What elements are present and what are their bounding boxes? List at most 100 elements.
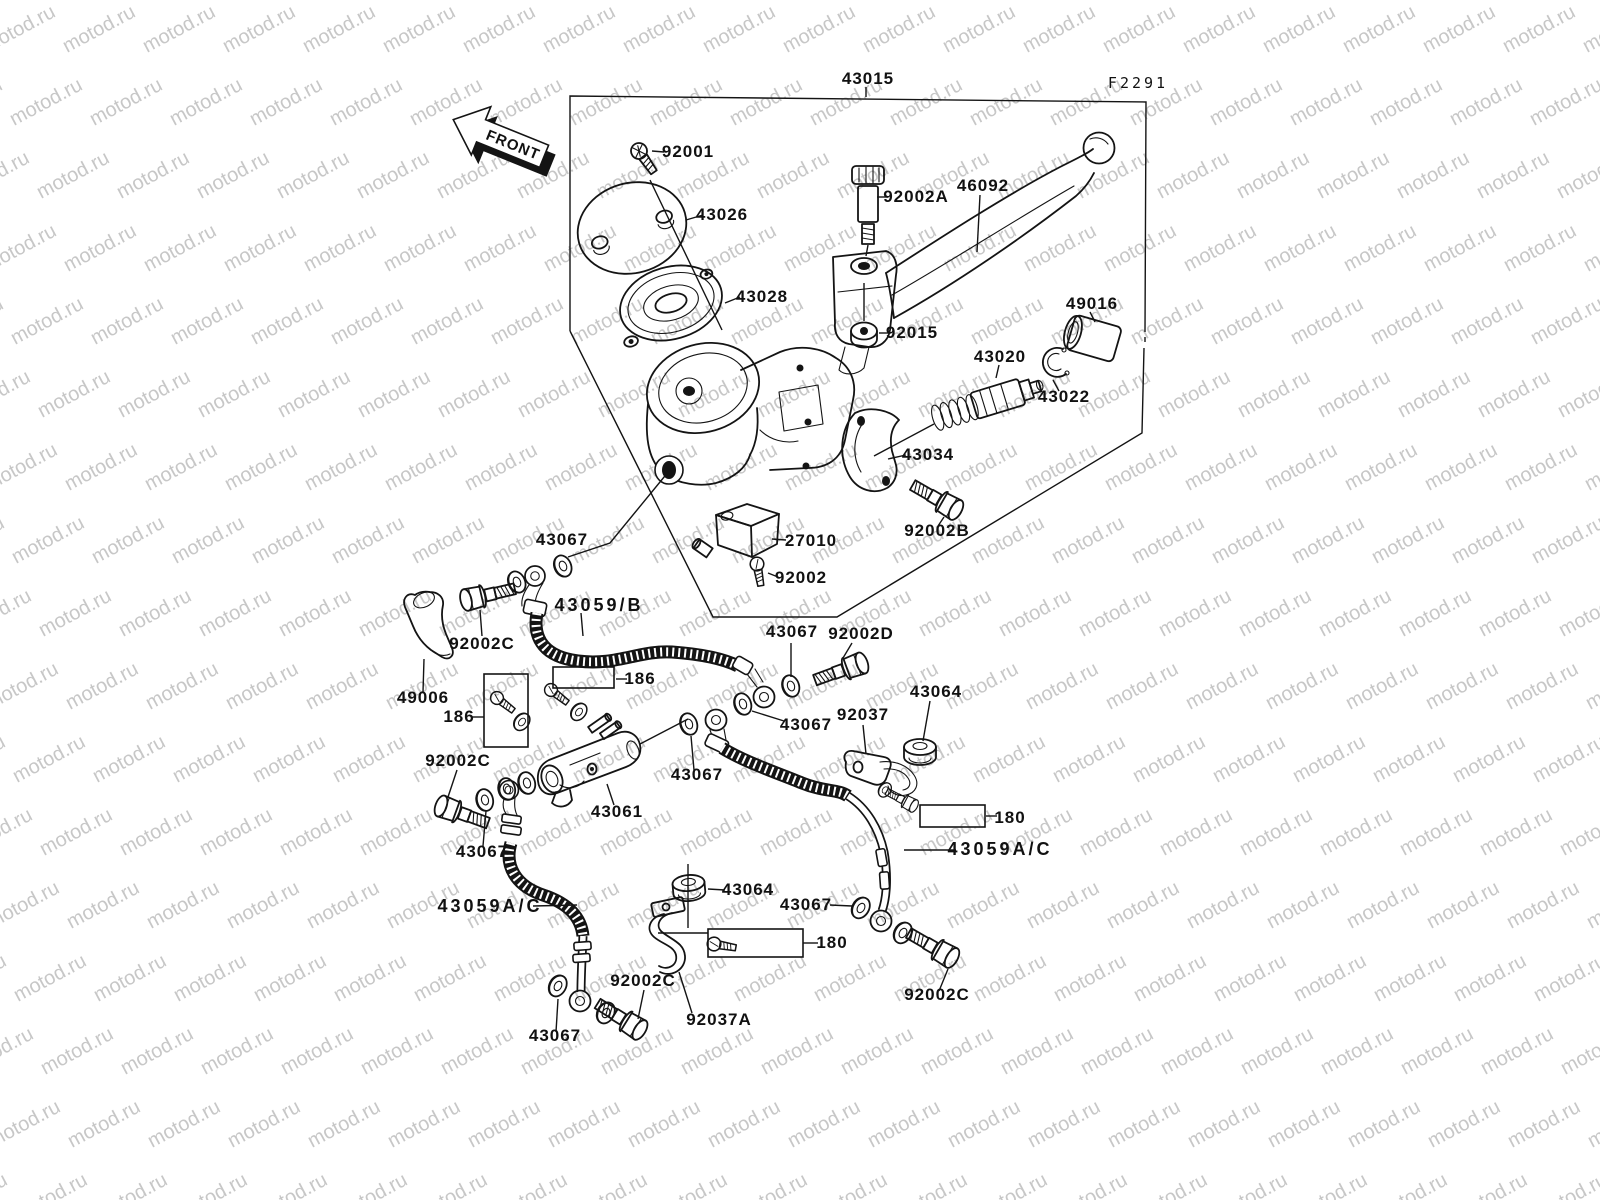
watermark-text: motod.ru bbox=[140, 220, 220, 276]
watermark-text: motod.ru bbox=[1099, 1, 1179, 57]
part-label-92015: 92015 bbox=[886, 323, 938, 342]
watermark-text: motod.ru bbox=[971, 1169, 1051, 1200]
watermark-text: motod.ru bbox=[997, 1023, 1077, 1079]
watermark-text: motod.ru bbox=[811, 1169, 891, 1200]
leader-line bbox=[771, 538, 787, 541]
watermark-text: motod.ru bbox=[704, 1096, 784, 1152]
screw-92001 bbox=[626, 138, 662, 178]
watermark-text: motod.ru bbox=[384, 1096, 464, 1152]
watermark-text: motod.ru bbox=[914, 366, 994, 422]
leader-line bbox=[751, 710, 785, 722]
watermark-text: motod.ru bbox=[36, 804, 116, 860]
watermark-text: motod.ru bbox=[1394, 366, 1474, 422]
watermark-text: motod.ru bbox=[701, 439, 781, 495]
watermark-text: motod.ru bbox=[1127, 293, 1207, 349]
watermark-text: motod.ru bbox=[1183, 877, 1263, 933]
watermark-text: motod.ru bbox=[1397, 1023, 1477, 1079]
leader-line bbox=[447, 769, 458, 798]
watermark-text: motod.ru bbox=[1584, 1096, 1600, 1152]
watermark-text: motod.ru bbox=[1396, 804, 1476, 860]
watermark-text: motod.ru bbox=[1291, 1169, 1371, 1200]
watermark-text: motod.ru bbox=[1553, 147, 1600, 203]
part-label-186: 186 bbox=[443, 707, 474, 726]
part-label-43026: 43026 bbox=[696, 205, 748, 224]
watermark-text: motod.ru bbox=[944, 1096, 1024, 1152]
screw-92002 bbox=[748, 555, 769, 588]
watermark-text: motod.ru bbox=[0, 439, 61, 495]
watermark-text: motod.ru bbox=[1157, 1023, 1237, 1079]
watermark-text: motod.ru bbox=[491, 1169, 571, 1200]
watermark-text: motod.ru bbox=[514, 366, 594, 422]
watermark-text: motod.ru bbox=[1369, 731, 1449, 787]
watermark-text: motod.ru bbox=[1236, 804, 1316, 860]
part-label-186: 186 bbox=[624, 669, 655, 688]
watermark-text: motod.ru bbox=[1286, 74, 1366, 130]
assembly-boundary bbox=[569, 330, 1145, 618]
watermark-text: motod.ru bbox=[0, 1, 59, 57]
part-label-46092: 46092 bbox=[957, 176, 1009, 195]
watermark-text: motod.ru bbox=[170, 950, 250, 1006]
watermark-text: motod.ru bbox=[1154, 366, 1234, 422]
hose-43059b bbox=[521, 582, 776, 709]
watermark-text: motod.ru bbox=[196, 804, 276, 860]
watermark-text: motod.ru bbox=[407, 293, 487, 349]
watermark-text: motod.ru bbox=[1420, 220, 1500, 276]
part-label-49016: 49016 bbox=[1066, 294, 1118, 313]
watermark-text: motod.ru bbox=[1446, 74, 1526, 130]
watermark-text: motod.ru bbox=[1339, 1, 1419, 57]
watermark-text: motod.ru bbox=[1021, 439, 1101, 495]
watermark-text: motod.ru bbox=[328, 512, 408, 568]
watermark-text: motod.ru bbox=[1050, 950, 1130, 1006]
watermark-text: motod.ru bbox=[34, 366, 114, 422]
watermark-text: motod.ru bbox=[64, 1096, 144, 1152]
watermark-text: motod.ru bbox=[1263, 877, 1343, 933]
watermark-text: motod.ru bbox=[0, 731, 9, 787]
watermark-text: motod.ru bbox=[434, 366, 514, 422]
leader-line bbox=[842, 642, 853, 659]
watermark-text: motod.ru bbox=[1451, 1169, 1531, 1200]
watermark-text: motod.ru bbox=[1314, 366, 1394, 422]
part-label-49006: 49006 bbox=[397, 688, 449, 707]
watermark-text: motod.ru bbox=[567, 293, 647, 349]
part-label-92002A: 92002A bbox=[883, 187, 949, 206]
watermark-text: motod.ru bbox=[0, 366, 34, 422]
watermark-text: motod.ru bbox=[1556, 804, 1600, 860]
watermark-text: motod.ru bbox=[967, 293, 1047, 349]
watermark-text: motod.ru bbox=[11, 1169, 91, 1200]
leader-line bbox=[606, 783, 615, 806]
watermark-text: motod.ru bbox=[915, 585, 995, 641]
watermark-text: motod.ru bbox=[62, 658, 142, 714]
circlip-43022 bbox=[1042, 346, 1070, 378]
part-label-43020: 43020 bbox=[974, 347, 1026, 366]
watermark-text: motod.ru bbox=[756, 804, 836, 860]
callout-box-186-right bbox=[552, 666, 615, 689]
watermark-text: motod.ru bbox=[544, 1096, 624, 1152]
watermark-text: motod.ru bbox=[37, 1023, 117, 1079]
watermark-text: motod.ru bbox=[1051, 1169, 1131, 1200]
callout-box-180-bottom bbox=[707, 928, 804, 958]
leader-line bbox=[555, 998, 559, 1033]
leader-line bbox=[685, 214, 704, 221]
watermark-text: motod.ru bbox=[91, 1169, 171, 1200]
watermark-text: motod.ru bbox=[891, 1169, 971, 1200]
watermark-text: motod.ru bbox=[464, 1096, 544, 1152]
watermark-text: motod.ru bbox=[223, 877, 303, 933]
watermark-text: motod.ru bbox=[1181, 439, 1261, 495]
watermark-text: motod.ru bbox=[624, 1096, 704, 1152]
watermark-text: motod.ru bbox=[275, 585, 355, 641]
watermark-text: motod.ru bbox=[939, 1, 1019, 57]
watermark-text: motod.ru bbox=[1290, 950, 1370, 1006]
watermark-text: motod.ru bbox=[411, 1169, 491, 1200]
hose-43059ac-right bbox=[704, 728, 893, 933]
watermark-text: motod.ru bbox=[1233, 147, 1313, 203]
leader-line bbox=[690, 735, 695, 771]
watermark-text: motod.ru bbox=[380, 220, 460, 276]
watermark-text: motod.ru bbox=[143, 877, 223, 933]
watermark-text: motod.ru bbox=[276, 804, 356, 860]
bracket-92037 bbox=[843, 750, 921, 815]
watermark-text: motod.ru bbox=[539, 1, 619, 57]
callout-box-186-left bbox=[483, 673, 529, 748]
watermark-text: motod.ru bbox=[779, 1, 859, 57]
part-label-43067: 43067 bbox=[456, 842, 508, 861]
